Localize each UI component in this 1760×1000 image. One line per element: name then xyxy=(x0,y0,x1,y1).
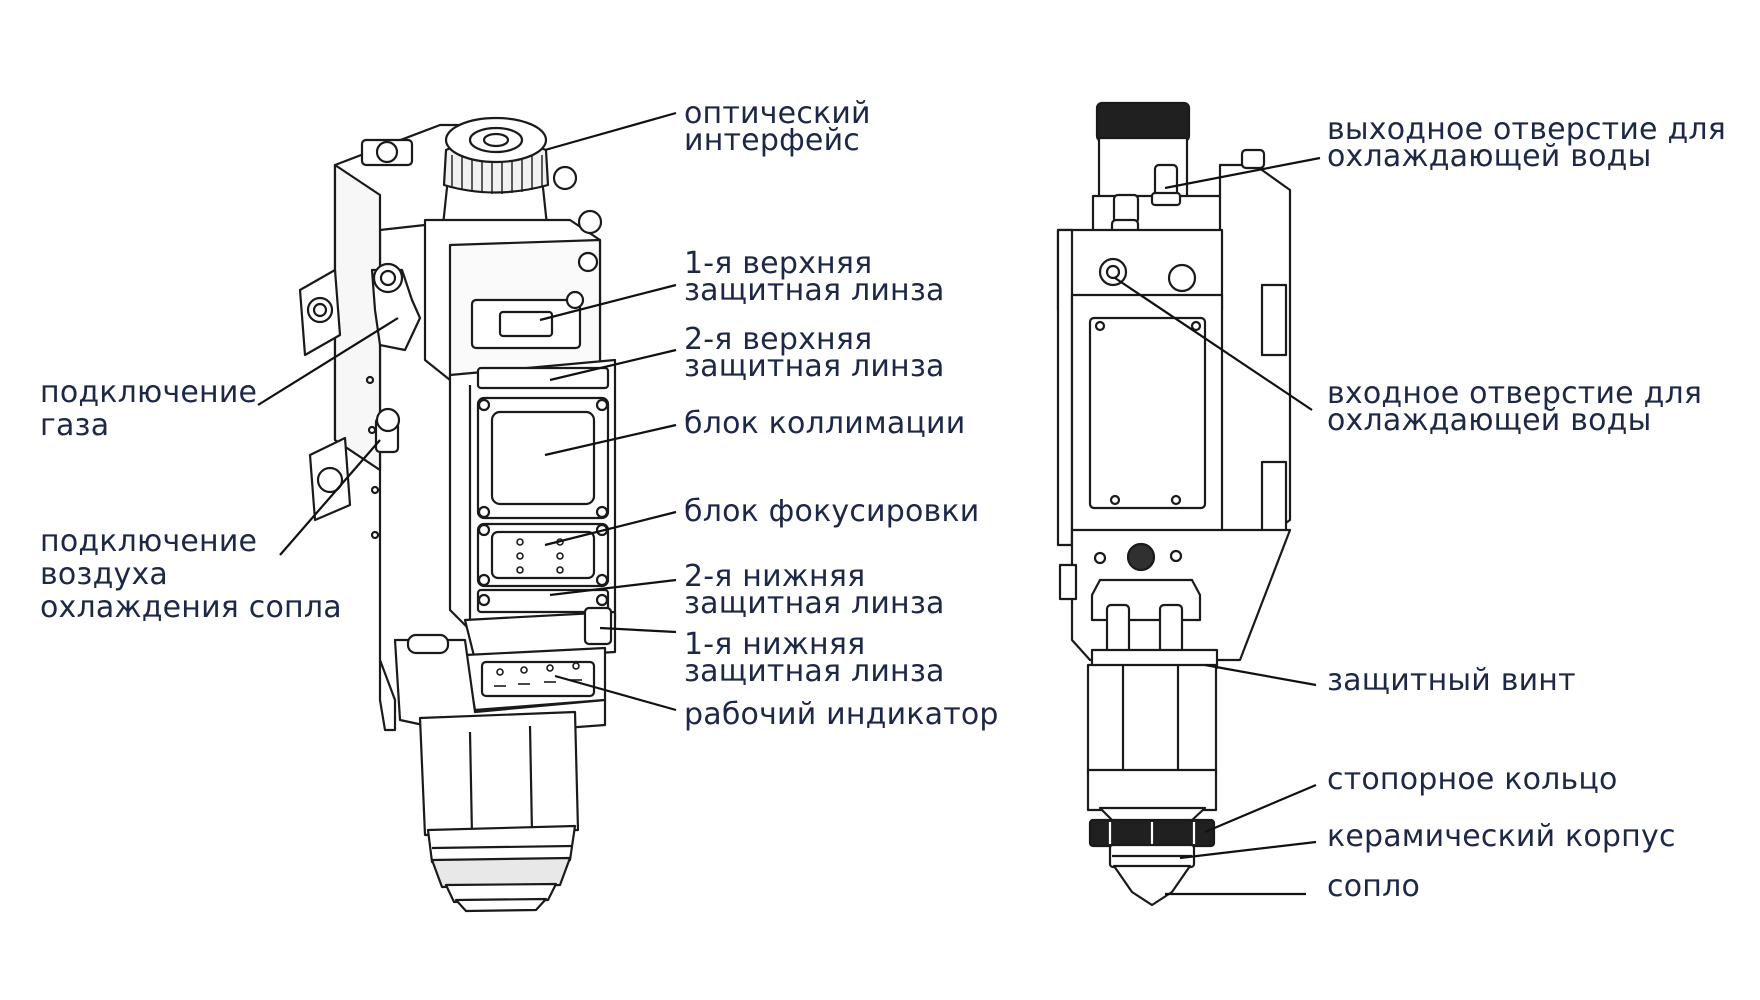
panel-screw xyxy=(595,593,609,607)
water-inlet-fitting-bore xyxy=(1105,264,1121,280)
side-cylinder xyxy=(1086,663,1218,775)
panel-screw xyxy=(477,523,491,537)
leader-gas-connection xyxy=(257,317,399,406)
lower-bracket-hole xyxy=(316,466,344,494)
lower-lens-1-knob xyxy=(583,606,613,646)
side-lower-fitting xyxy=(1105,603,1131,655)
side-panel-screw xyxy=(1170,494,1182,506)
panel-screw xyxy=(477,593,491,607)
side-nozzle-tip xyxy=(1112,864,1192,907)
side-top-cap xyxy=(1240,148,1266,170)
side-fitting xyxy=(1167,263,1197,293)
side-panel-screw xyxy=(1094,320,1106,332)
side-left-tab xyxy=(1058,563,1078,601)
label-water-inlet: входное отверстие для охлаждающей воды xyxy=(1327,376,1703,438)
nozzle-tip xyxy=(454,897,548,913)
side-main-panel xyxy=(1088,316,1207,510)
leader-nozzle-air xyxy=(279,439,381,556)
optical-interface-bore xyxy=(482,132,510,148)
label-nozzle: сопло xyxy=(1327,869,1420,904)
side-screw xyxy=(370,530,380,540)
leader-lines xyxy=(257,111,1321,896)
panel-screw xyxy=(595,505,609,519)
leader-ceramic-body xyxy=(1179,840,1317,860)
side-middle-strip xyxy=(1056,228,1074,547)
label-water-outlet: выходное отверстие для охлаждающей воды xyxy=(1327,112,1727,174)
leader-collimation xyxy=(544,423,677,457)
leader-water-inlet xyxy=(1114,277,1313,411)
cylinder-line xyxy=(468,731,474,836)
side-cylinder-collar xyxy=(1086,768,1218,812)
label-lower-lens-1: 1-я нижняя защитная линза xyxy=(684,627,945,689)
side-screw xyxy=(370,485,380,495)
upper-lens-drawer-knob xyxy=(565,290,585,310)
label-upper-lens-2: 2-я верхняя защитная линза xyxy=(684,322,945,384)
lower-lens-1-block xyxy=(463,610,617,662)
side-top-knob xyxy=(1095,101,1191,143)
label-lower-lens-2: 2-я нижняя защитная линза xyxy=(684,559,945,621)
side-lower-knob xyxy=(1126,542,1156,572)
upper-lens-drawer-handle xyxy=(498,310,554,338)
side-screw xyxy=(367,425,377,435)
leader-optical-interface xyxy=(544,111,677,152)
side-right-tab xyxy=(1260,460,1288,534)
leader-lower-lens-2 xyxy=(549,578,677,597)
nozzle-body-cylinder xyxy=(418,710,580,837)
side-panel-screw xyxy=(1190,320,1202,332)
indicator-leds xyxy=(494,662,582,687)
upper-bracket-hole-inner xyxy=(312,302,328,318)
top-fitting xyxy=(552,165,578,191)
panel-screw xyxy=(595,398,609,412)
leader-lower-lens-1 xyxy=(599,626,677,634)
panel-screw xyxy=(477,398,491,412)
side-housing-face xyxy=(333,163,382,472)
leader-focusing xyxy=(544,510,677,547)
gas-fitting-bore xyxy=(379,269,397,287)
label-gas-connection: подключение газа xyxy=(40,375,258,443)
focusing-window xyxy=(490,530,596,580)
laser-head-side-view xyxy=(1056,101,1292,907)
side-panel-screw xyxy=(1109,494,1121,506)
laser-head-front-view xyxy=(298,116,617,913)
collar-line xyxy=(431,844,573,850)
leader-water-outlet xyxy=(1164,156,1321,190)
leader-work-indicator xyxy=(554,674,677,712)
leader-protective-screw xyxy=(1204,663,1317,687)
leader-upper-lens-1 xyxy=(539,283,677,322)
side-small-screw xyxy=(1169,549,1183,563)
top-fitting xyxy=(577,251,599,273)
side-lower-fitting xyxy=(1158,603,1184,655)
label-nozzle-air-connection: подключение воздуха охлаждения сопла xyxy=(40,524,342,625)
air-fitting-head xyxy=(375,407,401,433)
label-optical-interface: оптический интерфейс xyxy=(684,96,871,158)
label-protective-screw: защитный винт xyxy=(1327,663,1576,698)
panel-screw xyxy=(595,573,609,587)
leader-retaining-ring xyxy=(1204,783,1317,834)
lower-body xyxy=(393,638,607,737)
retaining-ring xyxy=(430,856,572,889)
water-outlet-fitting-nut xyxy=(1150,191,1182,207)
label-ceramic-body: керамический корпус xyxy=(1327,819,1676,854)
ceramic-body xyxy=(444,882,558,904)
side-housing-top-port-ring xyxy=(375,140,399,164)
cylinder-line xyxy=(528,725,534,834)
side-right-tab xyxy=(1260,283,1288,357)
label-work-indicator: рабочий индикатор xyxy=(684,697,999,732)
leader-upper-lens-2 xyxy=(549,348,677,382)
panel-screw xyxy=(477,573,491,587)
water-fitting xyxy=(1112,193,1140,225)
collimation-window xyxy=(490,410,596,506)
label-collimation-block: блок коллимации xyxy=(684,406,966,441)
label-upper-lens-1: 1-я верхняя защитная линза xyxy=(684,246,945,308)
label-retaining-ring: стопорное кольцо xyxy=(1327,762,1618,797)
side-screw xyxy=(365,375,375,385)
side-small-screw xyxy=(1093,551,1107,565)
top-fitting xyxy=(577,209,603,235)
label-focusing-block: блок фокусировки xyxy=(684,494,980,529)
cylinder-collar xyxy=(426,824,577,864)
lower-side-slot xyxy=(406,633,450,655)
panel-screw xyxy=(477,505,491,519)
indicator-panel xyxy=(480,660,596,698)
